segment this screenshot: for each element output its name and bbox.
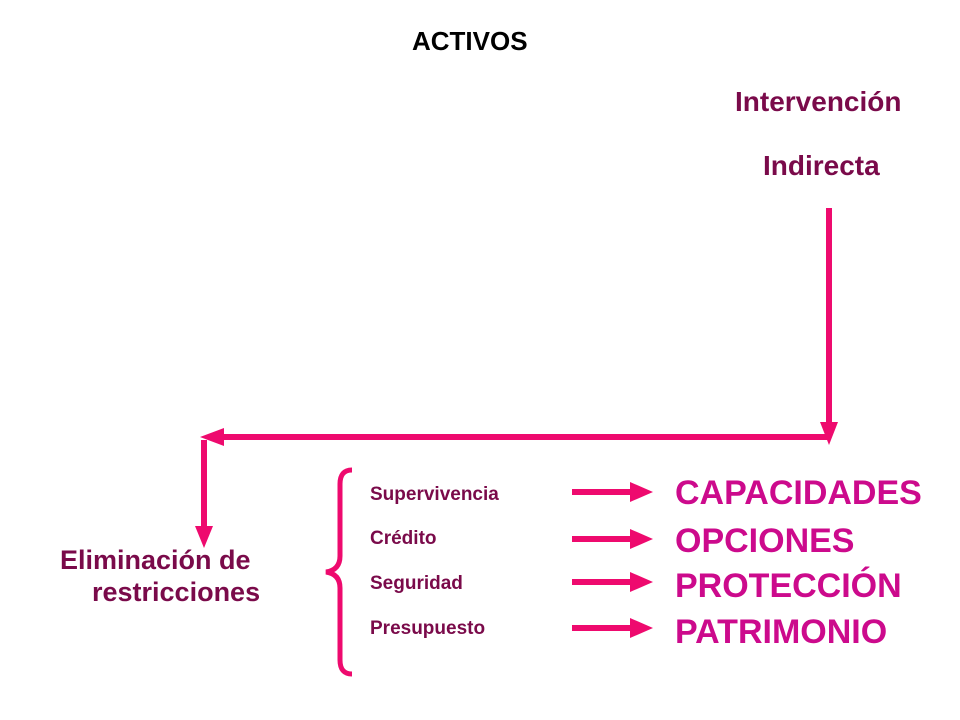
item-arrow-head-3: [630, 572, 653, 592]
item-arrow-head-1: [630, 482, 653, 502]
item-label-presupuesto: Presupuesto: [370, 618, 486, 639]
connector-down-arrowhead: [820, 422, 838, 445]
outcome-proteccion: PROTECCIÓN: [675, 567, 902, 605]
item-arrow-head-2: [630, 529, 653, 549]
item-label-seguridad: Seguridad: [370, 573, 463, 594]
outcome-opciones: OPCIONES: [675, 522, 855, 560]
item-label-supervivencia: Supervivencia: [370, 484, 499, 505]
intervention-label-line2: Indirecta: [763, 150, 880, 181]
intervention-label-line1: Intervención: [735, 86, 902, 117]
elimination-label-line2: restricciones: [92, 577, 261, 607]
connector-elim-arrowhead: [195, 526, 213, 548]
elimination-label-line1: Eliminación de: [60, 545, 251, 575]
item-arrow-head-4: [630, 618, 653, 638]
curly-brace: [325, 467, 353, 677]
outcome-capacidades: CAPACIDADES: [675, 474, 922, 512]
diagram-title: ACTIVOS: [412, 26, 528, 56]
connector-left-arrowhead: [200, 428, 224, 446]
outcome-patrimonio: PATRIMONIO: [675, 613, 888, 651]
item-label-credito: Crédito: [370, 528, 437, 549]
